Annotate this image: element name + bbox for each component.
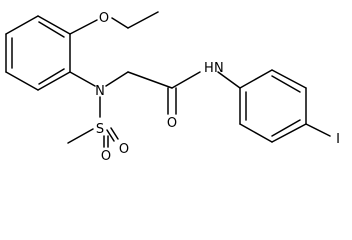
sulfonyl-group xyxy=(67,127,119,148)
amine-nitrogen-label: N xyxy=(95,84,105,99)
right-benzene-ring xyxy=(239,69,331,143)
structure-diagram: O N S O O O H N I xyxy=(5,11,340,164)
amine-linkages xyxy=(69,71,129,118)
atom-labels: O N S O O O H N I xyxy=(95,11,340,164)
sulfonyl-oxygen-left-label: O xyxy=(101,149,111,164)
ether-oxygen-label: O xyxy=(99,11,109,26)
amide-nitrogen-label: N xyxy=(214,61,224,76)
left-benzene-ring xyxy=(5,15,71,91)
amide-hydrogen-label: H xyxy=(204,61,214,76)
sulfonyl-oxygen-right-label: O xyxy=(119,142,129,157)
carbonyl-oxygen-label: O xyxy=(167,116,177,131)
iodine-label: I xyxy=(336,132,340,147)
molecule-drawing: O N S O O O H N I xyxy=(5,11,340,164)
acetamide-chain xyxy=(127,71,241,115)
ethoxy-group xyxy=(69,11,159,35)
sulfur-label: S xyxy=(96,122,104,137)
